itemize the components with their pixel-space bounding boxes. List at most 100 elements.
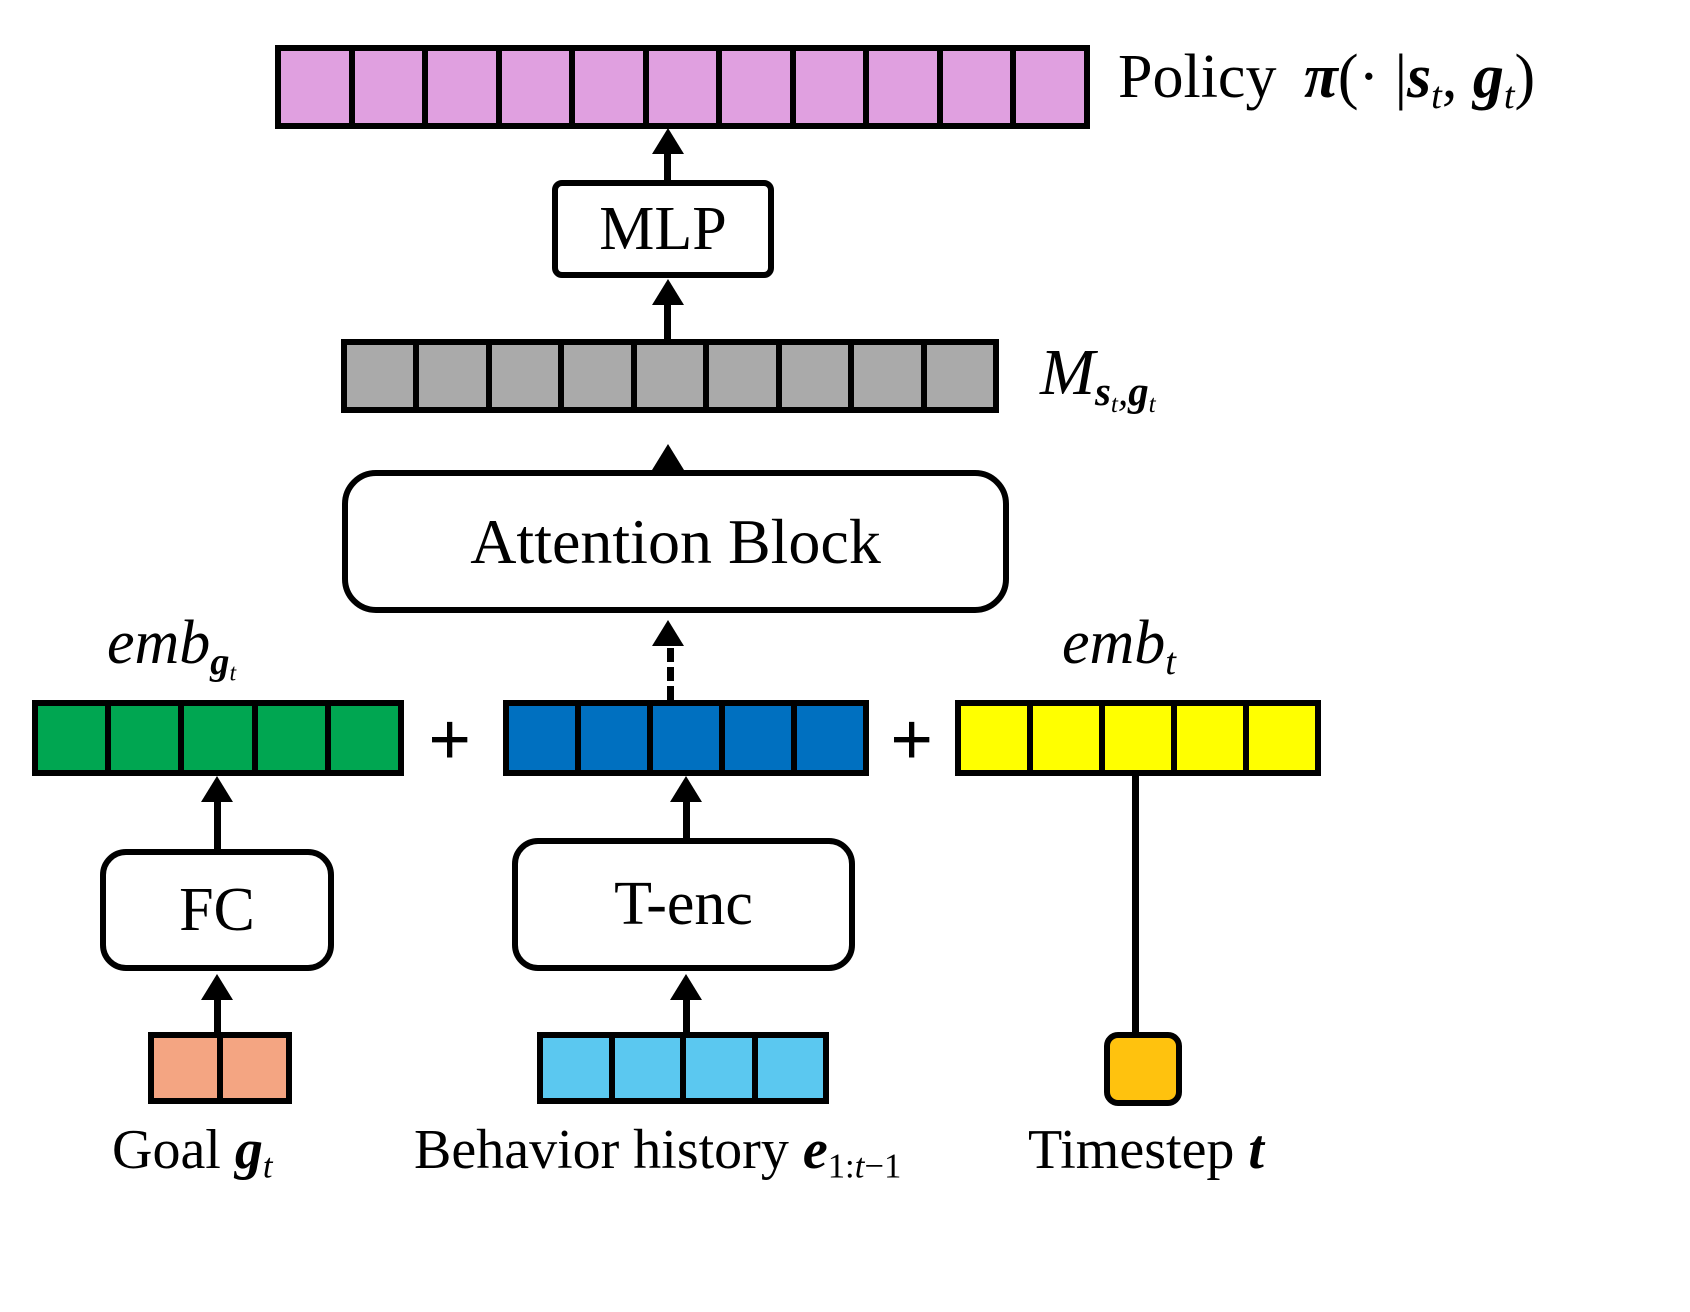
history-caption: Behavior history e1:t−1 [414,1122,901,1184]
dashed-arrow-history-to-attention-head [652,620,684,646]
history-caption-subscript-minus: −1 [864,1146,902,1186]
fc-box-label: FC [179,875,255,944]
plus-sign-left: + [428,698,472,782]
policy-goal-subscript: t [1503,74,1515,117]
goal-input-cell [223,1038,286,1098]
history-embedding-cell [509,706,581,770]
memory-label-goal: g [1128,369,1149,415]
policy-bar-cell [1016,51,1085,123]
history-input-cell [614,1038,686,1098]
timestep-caption: Timestep t [1028,1122,1264,1178]
goal-embedding-cell [257,706,331,770]
history-embedding-cell [725,706,797,770]
history-input-bar [537,1032,829,1104]
memory-bar-label: Mst,gt [1040,340,1156,418]
history-caption-symbol: e [802,1119,828,1181]
arrow-history-input-to-tenc-head [670,974,702,1000]
memory-bar-cell [347,345,420,407]
tenc-box-label: T-enc [614,870,753,938]
memory-token-bar [341,339,999,413]
mlp-box-label: MLP [599,194,727,263]
policy-bar-cell [501,51,576,123]
history-embedding-cell [581,706,653,770]
timestep-embedding-label: embt [1062,612,1176,681]
goal-embedding-label-sub-t: t [229,660,237,687]
memory-label-goal-sub: t [1148,390,1156,419]
policy-bar-cell [795,51,870,123]
dashed-arrow-history-to-attention-line [667,648,674,700]
goal-embedding-cell [38,706,112,770]
plus-sign-right: + [890,698,934,782]
goal-embedding-label-sub-g: g [210,640,230,683]
timestep-caption-text: Timestep [1028,1119,1235,1181]
memory-bar-cell [854,345,927,407]
arrow-memory-to-mlp-line [664,302,671,350]
policy-bar-cell [722,51,796,123]
timestep-embedding-cell [1105,706,1177,770]
timestep-embedding-bar [955,700,1321,776]
arrow-goal-input-to-fc-head [201,974,233,1000]
goal-input-bar [148,1032,292,1104]
history-embedding-bar [503,700,869,776]
goal-caption-text: Goal [112,1119,221,1181]
policy-bar-cell [575,51,649,123]
line-timestep-to-embedding [1132,776,1139,1038]
history-input-cell [757,1038,823,1098]
policy-bar-cell [869,51,943,123]
arrow-tenc-to-history-embedding-line [683,800,690,852]
timestep-embedding-label-text: emb [1062,609,1166,677]
arrow-history-input-to-tenc-line [683,1000,690,1042]
history-caption-text: Behavior history [414,1119,789,1181]
policy-output-bar [275,45,1090,129]
goal-embedding-bar [32,700,404,776]
goal-embedding-label-text: emb [107,609,211,677]
memory-label-state-sub: t [1110,390,1118,419]
fc-box: FC [100,849,334,971]
memory-bar-cell [781,345,855,407]
history-input-cell [686,1038,758,1098]
policy-bar-cell [354,51,429,123]
policy-close-paren: ) [1514,43,1536,111]
policy-bar-cell [648,51,723,123]
memory-bar-cell [636,345,710,407]
arrow-fc-to-goal-embedding-head [201,776,233,802]
arrow-goal-input-to-fc-line [214,1000,221,1042]
arrow-mlp-to-policy-line [664,152,671,204]
timestep-embedding-cell [1177,706,1249,770]
policy-label: Policy π(· |st, gt) [1118,46,1535,115]
goal-caption-symbol: g [234,1119,263,1181]
memory-bar-cell [419,345,492,407]
timestep-input-box [1104,1032,1182,1106]
history-embedding-cell [797,706,863,770]
goal-input-cell [154,1038,223,1098]
policy-pi-symbol: π [1303,43,1338,111]
memory-label-comma: , [1117,369,1129,415]
timestep-embedding-cell [961,706,1033,770]
arrow-tenc-to-history-embedding-head [670,776,702,802]
memory-label-M: M [1040,336,1095,409]
policy-comma: , [1441,43,1473,111]
mlp-box: MLP [552,180,774,278]
attention-block-label: Attention Block [470,505,881,577]
arrow-mlp-to-policy-head [652,128,684,154]
policy-bar-cell [281,51,355,123]
policy-goal-symbol: g [1472,43,1504,111]
timestep-embedding-cell [1033,706,1105,770]
policy-bar-cell [942,51,1017,123]
goal-embedding-label: embgt [107,612,236,686]
policy-state-symbol: s [1407,43,1432,111]
goal-embedding-cell [330,706,399,770]
goal-caption-subscript: t [262,1146,273,1186]
policy-state-subscript: t [1431,74,1442,117]
timestep-embedding-label-sub-t: t [1165,640,1176,683]
timestep-embedding-cell [1249,706,1315,770]
memory-bar-cell [709,345,782,407]
attention-block-box: Attention Block [342,470,1009,613]
history-input-cell [543,1038,615,1098]
policy-pi-open: (· | [1337,43,1408,111]
goal-caption: Goal gt [112,1122,273,1184]
policy-label-text: Policy [1118,43,1277,111]
memory-bar-cell [926,345,993,407]
arrow-fc-to-goal-embedding-line [214,800,221,852]
arrow-memory-to-mlp-head [652,279,684,305]
